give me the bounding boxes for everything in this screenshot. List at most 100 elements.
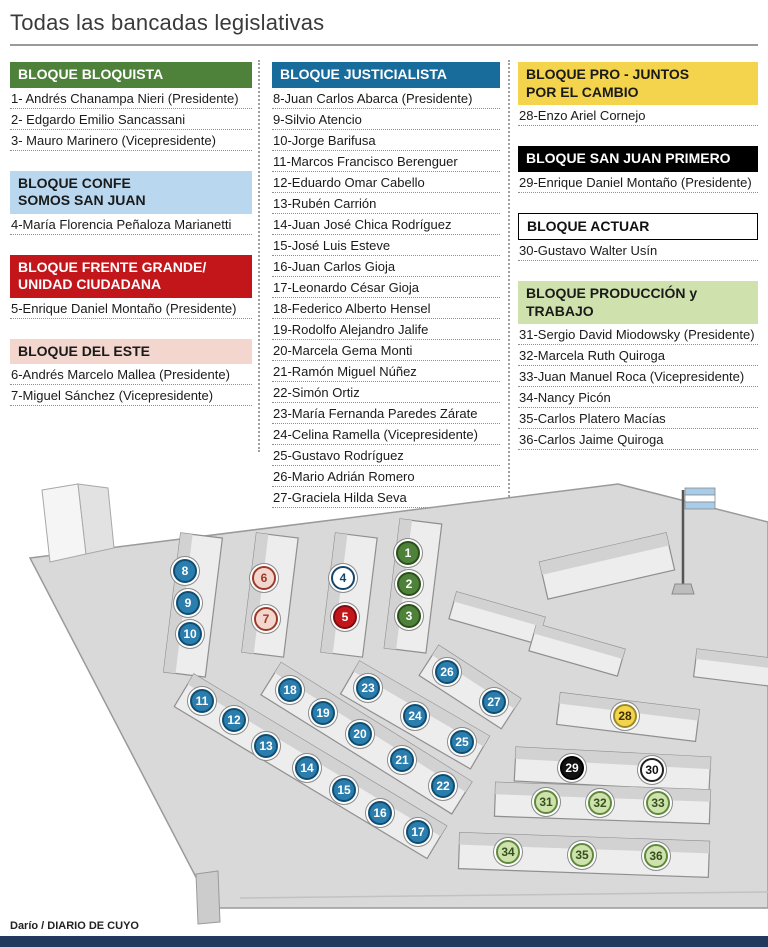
member-row: 28-Enzo Ariel Cornejo — [518, 105, 758, 126]
seat-25: 25 — [450, 730, 474, 754]
member-row: 15-José Luis Esteve — [272, 235, 500, 256]
seat-7: 7 — [254, 607, 278, 631]
member-row: 18-Federico Alberto Hensel — [272, 298, 500, 319]
page-title: Todas las bancadas legislativas — [10, 10, 325, 35]
member-row: 31-Sergio David Miodowsky (Presidente) — [518, 324, 758, 345]
flag-base — [671, 583, 695, 595]
bloc-header-confe: BLOQUE CONFE SOMOS SAN JUAN — [10, 170, 252, 214]
member-row: 26-Mario Adrián Romero — [272, 466, 500, 487]
seat-2: 2 — [397, 572, 421, 596]
seat-14: 14 — [295, 756, 319, 780]
member-row: 3- Mauro Marinero (Vicepresidente) — [10, 130, 252, 151]
seat-17: 17 — [406, 820, 430, 844]
seat-24: 24 — [403, 704, 427, 728]
member-row: 17-Leonardo César Gioja — [272, 277, 500, 298]
member-row: 19-Rodolfo Alejandro Jalife — [272, 319, 500, 340]
seat-34: 34 — [496, 840, 520, 864]
seat-8: 8 — [173, 559, 197, 583]
seat-36: 36 — [644, 844, 668, 868]
member-row: 21-Ramón Miguel Núñez — [272, 361, 500, 382]
floor-step — [195, 870, 221, 925]
member-row: 14-Juan José Chica Rodríguez — [272, 214, 500, 235]
seat-6: 6 — [252, 566, 276, 590]
bloc-header-frente_grande: BLOQUE FRENTE GRANDE/ UNIDAD CIUDADANA — [10, 254, 252, 298]
member-row: 23-María Fernanda Paredes Zárate — [272, 403, 500, 424]
footer-bar — [0, 936, 768, 947]
wall-face-side — [77, 483, 115, 555]
argentina-flag-icon — [684, 487, 716, 510]
seat-9: 9 — [176, 591, 200, 615]
seat-35: 35 — [570, 843, 594, 867]
seat-27: 27 — [482, 690, 506, 714]
member-row: 35-Carlos Platero Macías — [518, 408, 758, 429]
member-row: 27-Graciela Hilda Seva — [272, 487, 500, 508]
seat-12: 12 — [222, 708, 246, 732]
member-row: 7-Miguel Sánchez (Vicepresidente) — [10, 385, 252, 406]
member-row: 1- Andrés Chanampa Nieri (Presidente) — [10, 88, 252, 109]
column-separator-right — [508, 60, 510, 532]
seat-20: 20 — [348, 722, 372, 746]
member-row: 10-Jorge Barifusa — [272, 130, 500, 151]
seat-23: 23 — [356, 676, 380, 700]
title-rule — [10, 44, 758, 46]
bloc-header-pro: BLOQUE PRO - JUNTOS POR EL CAMBIO — [518, 62, 758, 105]
member-row: 36-Carlos Jaime Quiroga — [518, 429, 758, 450]
member-row: 13-Rubén Carrión — [272, 193, 500, 214]
seat-22: 22 — [431, 774, 455, 798]
member-row: 25-Gustavo Rodríguez — [272, 445, 500, 466]
member-row: 29-Enrique Daniel Montaño (Presidente) — [518, 172, 758, 193]
member-row: 33-Juan Manuel Roca (Vicepresidente) — [518, 366, 758, 387]
member-row: 34-Nancy Picón — [518, 387, 758, 408]
member-row: 22-Simón Ortiz — [272, 382, 500, 403]
column-separator-left — [258, 60, 260, 452]
bloc-header-san_juan_primero: BLOQUE SAN JUAN PRIMERO — [518, 146, 758, 172]
bloc-header-justicialista: BLOQUE JUSTICIALISTA — [272, 62, 500, 88]
seat-15: 15 — [332, 778, 356, 802]
seat-32: 32 — [588, 791, 612, 815]
seat-3: 3 — [397, 604, 421, 628]
seat-26: 26 — [435, 660, 459, 684]
seat-13: 13 — [254, 734, 278, 758]
member-row: 11-Marcos Francisco Berenguer — [272, 151, 500, 172]
member-row: 12-Eduardo Omar Cabello — [272, 172, 500, 193]
floor-edge-line — [239, 891, 768, 899]
seat-18: 18 — [278, 678, 302, 702]
seat-29: 29 — [560, 756, 584, 780]
bloc-header-del_este: BLOQUE DEL ESTE — [10, 338, 252, 364]
bloc-header-produccion: BLOQUE PRODUCCIÓN y TRABAJO — [518, 281, 758, 324]
seat-33: 33 — [646, 791, 670, 815]
seat-11: 11 — [190, 689, 214, 713]
seat-19: 19 — [311, 701, 335, 725]
member-row: 24-Celina Ramella (Vicepresidente) — [272, 424, 500, 445]
seat-1: 1 — [396, 541, 420, 565]
member-row: 20-Marcela Gema Monti — [272, 340, 500, 361]
member-row: 4-María Florencia Peñaloza Marianetti — [10, 214, 252, 235]
credit: Darío / DIARIO DE CUYO — [10, 920, 139, 932]
seat-30: 30 — [640, 758, 664, 782]
member-row: 9-Silvio Atencio — [272, 109, 500, 130]
member-row: 8-Juan Carlos Abarca (Presidente) — [272, 88, 500, 109]
seat-31: 31 — [534, 790, 558, 814]
seat-16: 16 — [368, 801, 392, 825]
member-row: 32-Marcela Ruth Quiroga — [518, 345, 758, 366]
seat-10: 10 — [178, 622, 202, 646]
member-row: 30-Gustavo Walter Usín — [518, 240, 758, 261]
bloc-header-actuar: BLOQUE ACTUAR — [518, 212, 758, 240]
seat-21: 21 — [390, 748, 414, 772]
bloc-header-bloquista: BLOQUE BLOQUISTA — [10, 62, 252, 88]
seat-4: 4 — [331, 566, 355, 590]
